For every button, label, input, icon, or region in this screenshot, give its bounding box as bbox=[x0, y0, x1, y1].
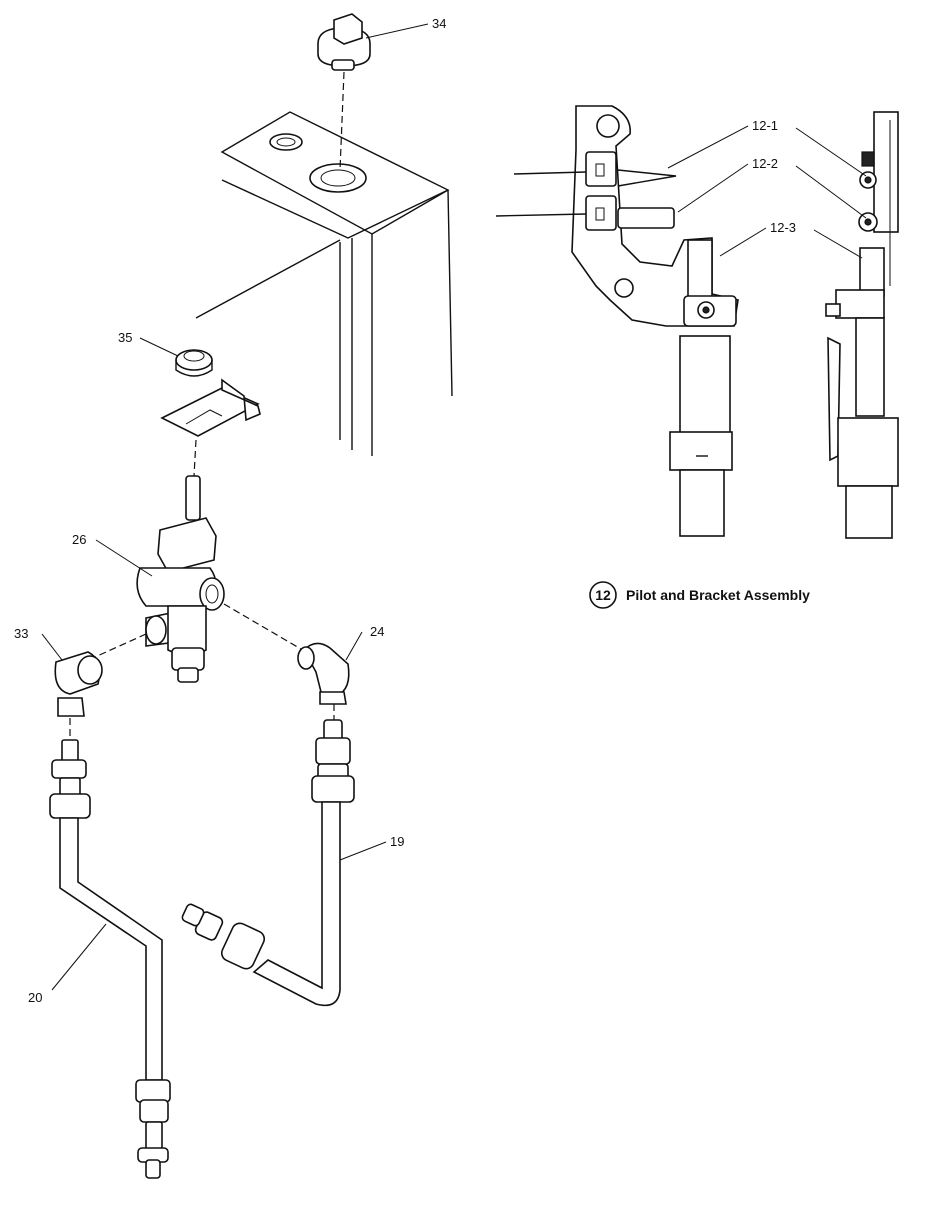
callout-34: 34 bbox=[432, 16, 446, 31]
callout-12-2: 12-2 bbox=[752, 156, 778, 171]
callout-labels: 34 35 26 33 24 19 20 12-1 12-2 12-3 bbox=[14, 16, 796, 1005]
callout-12-3: 12-3 bbox=[770, 220, 796, 235]
elbow-part-24 bbox=[297, 642, 350, 722]
assembly-number: 12 bbox=[595, 587, 611, 603]
callout-33: 33 bbox=[14, 626, 28, 641]
callout-24: 24 bbox=[370, 624, 384, 639]
assembly-caption-text: Pilot and Bracket Assembly bbox=[626, 587, 810, 603]
callout-19: 19 bbox=[390, 834, 404, 849]
elbow-part-33 bbox=[54, 651, 103, 740]
mounting-bracket bbox=[160, 378, 261, 477]
callout-35: 35 bbox=[118, 330, 132, 345]
callout-26: 26 bbox=[72, 532, 86, 547]
assembly-caption: 12 Pilot and Bracket Assembly bbox=[589, 581, 810, 609]
bushing-part-35 bbox=[175, 349, 213, 377]
knob-part-34 bbox=[317, 13, 371, 171]
tube-part-20 bbox=[49, 739, 171, 1179]
leader-lines bbox=[41, 23, 867, 991]
tube-part-19 bbox=[181, 719, 355, 1007]
cabinet-housing bbox=[195, 111, 453, 456]
assembly-number-circle bbox=[589, 581, 617, 609]
valve-part-26 bbox=[83, 475, 307, 683]
callout-12-1: 12-1 bbox=[752, 118, 778, 133]
callout-20: 20 bbox=[28, 990, 42, 1005]
pilot-bracket-assembly bbox=[495, 105, 899, 539]
